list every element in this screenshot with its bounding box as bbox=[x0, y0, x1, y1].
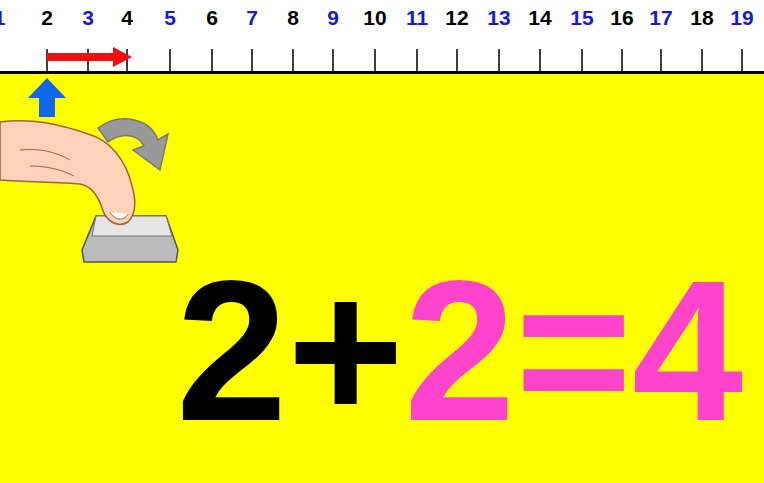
equation-part: 2=4 bbox=[404, 251, 743, 451]
ruler-number: 14 bbox=[528, 6, 551, 30]
ruler-number: 4 bbox=[121, 6, 133, 30]
ruler-number: 7 bbox=[246, 6, 258, 30]
tick bbox=[211, 49, 213, 72]
ruler-number: 19 bbox=[730, 6, 753, 30]
tick bbox=[416, 49, 418, 72]
ruler-number: 3 bbox=[82, 6, 94, 30]
key-cap bbox=[82, 216, 178, 262]
ruler-number: 17 bbox=[649, 6, 672, 30]
tick bbox=[539, 49, 541, 72]
tick bbox=[581, 49, 583, 72]
ruler-ticks bbox=[47, 49, 742, 72]
tick bbox=[701, 49, 703, 72]
tick bbox=[660, 49, 662, 72]
ruler-band bbox=[0, 0, 764, 72]
ruler-number: 2 bbox=[41, 6, 53, 30]
ruler-number: 1 bbox=[0, 6, 6, 30]
tick bbox=[251, 49, 253, 72]
ruler-number: 5 bbox=[164, 6, 176, 30]
ruler-number: 13 bbox=[487, 6, 510, 30]
red-arrow bbox=[47, 47, 132, 67]
blue-up-arrow bbox=[28, 78, 66, 117]
ruler-number: 12 bbox=[445, 6, 468, 30]
equation-part: 2+ bbox=[176, 251, 404, 451]
tick bbox=[374, 49, 376, 72]
tick bbox=[741, 49, 743, 72]
tick bbox=[456, 49, 458, 72]
ruler-number: 10 bbox=[363, 6, 386, 30]
tick bbox=[126, 49, 128, 72]
ruler-number: 18 bbox=[690, 6, 713, 30]
ruler-number: 9 bbox=[327, 6, 339, 30]
hand bbox=[0, 121, 135, 225]
tick bbox=[332, 49, 334, 72]
tick bbox=[292, 49, 294, 72]
ruler-number: 15 bbox=[570, 6, 593, 30]
ruler-number: 6 bbox=[206, 6, 218, 30]
ruler-number: 16 bbox=[610, 6, 633, 30]
tick bbox=[169, 49, 171, 72]
ruler-number: 11 bbox=[406, 6, 428, 30]
ruler-line bbox=[0, 71, 764, 74]
tick bbox=[498, 49, 500, 72]
tick bbox=[621, 49, 623, 72]
ruler-number: 8 bbox=[287, 6, 299, 30]
